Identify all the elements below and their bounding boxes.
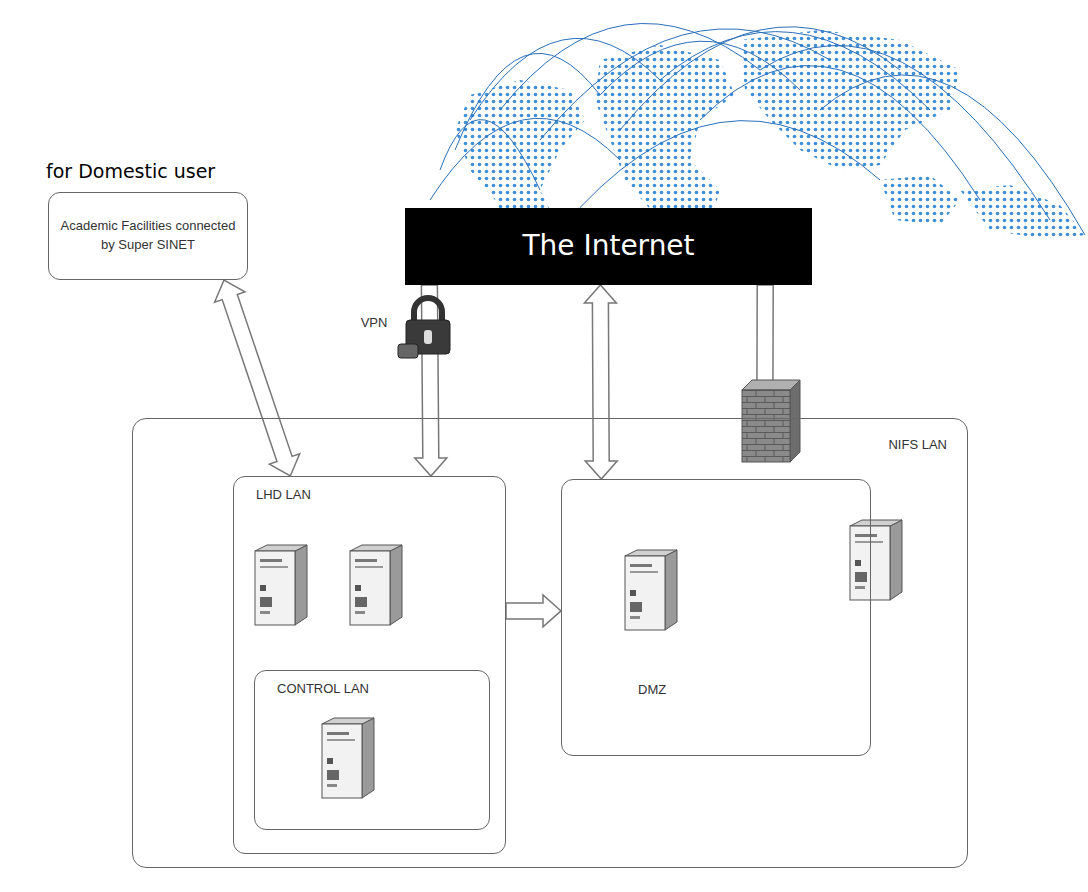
dmz-region: DMZ: [561, 479, 871, 756]
lan-region: NIFS LAN LHD LAN CONTROL LAN DMZ: [132, 418, 968, 868]
server-icon: [350, 545, 402, 625]
edge-label: VPN: [359, 315, 390, 330]
vpn-lock-icon: [398, 298, 450, 358]
lan-region: CONTROL LAN: [254, 670, 490, 830]
node-label: DMZ: [638, 682, 666, 697]
node-label: LHD LAN: [256, 487, 311, 502]
internet-box: The Internet: [405, 208, 812, 285]
server-icon: [850, 520, 902, 600]
node-label: Academic Facilities connected by Super S…: [59, 217, 237, 255]
firewall-icon: [742, 380, 800, 462]
node-label: CONTROL LAN: [277, 681, 369, 696]
server-icon: [625, 550, 677, 630]
hollow-arrow: [506, 595, 561, 627]
hollow-arrow: [584, 285, 617, 479]
node-label: The Internet: [522, 226, 694, 267]
lan-region: LHD LAN CONTROL LAN: [233, 476, 506, 854]
facility-box: Academic Facilities connected by Super S…: [48, 192, 248, 280]
server-icon: [255, 545, 307, 625]
server-icon: [322, 718, 374, 798]
annotation-text: for Domestic user: [46, 160, 215, 182]
node-label: NIFS LAN: [888, 437, 947, 452]
hollow-arrow: [415, 285, 447, 476]
hollow-arrow: [215, 280, 300, 476]
